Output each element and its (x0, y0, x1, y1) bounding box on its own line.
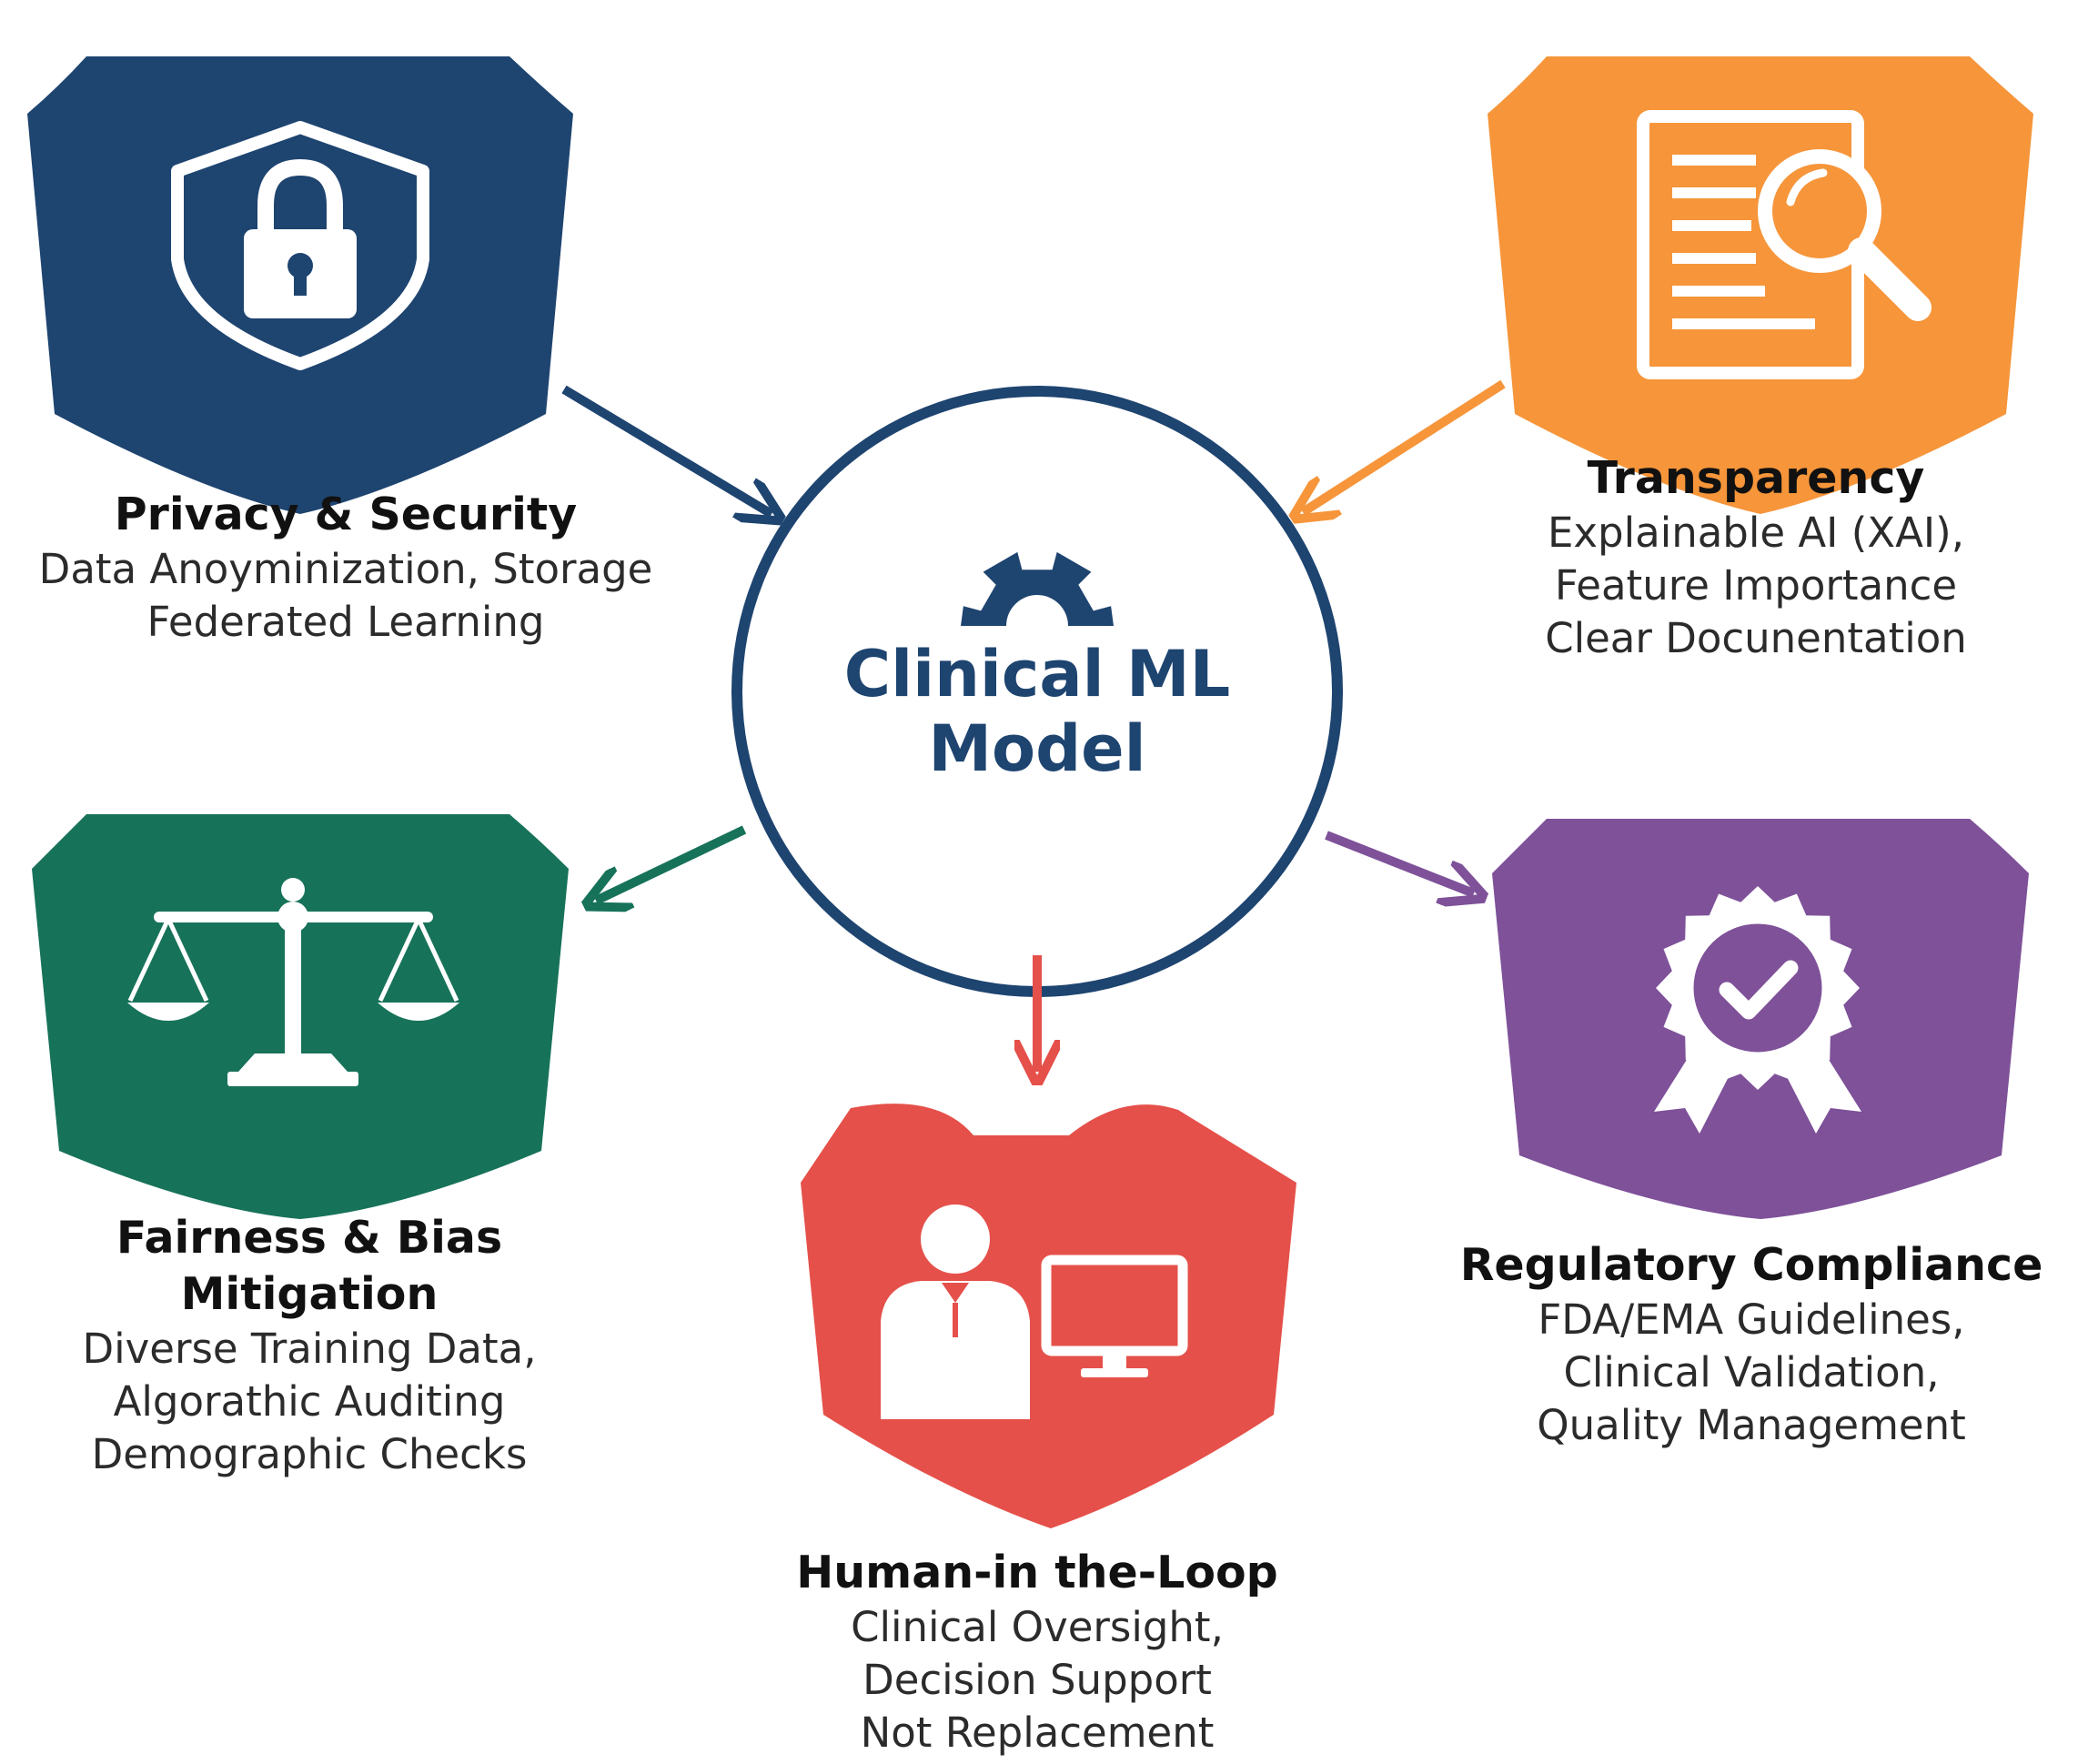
privacy-shield (27, 56, 573, 514)
arrow-center-to-regulatory (1325, 831, 1474, 893)
certified-badge-icon (1654, 886, 1861, 1134)
privacy-title: Privacy & Security (114, 489, 578, 540)
balance-scale-icon (127, 878, 459, 1086)
regulatory-title: Regulatory Compliance (1459, 1239, 2043, 1291)
lock-shield-icon (171, 121, 429, 370)
regulatory-shield (1492, 819, 2029, 1219)
center-title-line-2: Model (928, 711, 1146, 786)
regulatory-line-1: FDA/EMA Guidelines, (1538, 1295, 1965, 1344)
fairness-line-1: Diverse Training Data, (82, 1325, 537, 1373)
gear-icon (961, 551, 1114, 626)
center-title-line-1: Clinical ML (843, 637, 1231, 711)
transparency-title: Transparency (1587, 452, 1925, 504)
regulatory-line-2: Clinical Validation, (1563, 1348, 1940, 1396)
privacy-line-2: Federated Learning (146, 598, 545, 646)
arrow-center-to-fairness (596, 825, 747, 901)
arrow-transparency-to-center (1303, 379, 1506, 512)
fairness-line-3: Demographic Checks (91, 1430, 528, 1478)
privacy-line-1: Data Anoyminization, Storage (38, 545, 653, 593)
regulatory-line-3: Quality Management (1537, 1401, 1966, 1449)
regulatory-caption: Regulatory Compliance FDA/EMA Guidelines… (1419, 1237, 2083, 1452)
document-search-icon (1637, 110, 1932, 379)
arrow-privacy-to-center (561, 385, 772, 514)
transparency-line-1: Explainable AI (XAI), (1547, 509, 1965, 557)
privacy-caption: Privacy & Security Data Anoyminization, … (0, 487, 691, 649)
fairness-shield (32, 814, 569, 1219)
human-title: Human-in the-Loop (796, 1547, 1278, 1598)
clinician-monitor-icon (881, 1205, 1188, 1419)
human-line-1: Clinical Oversight, (851, 1603, 1224, 1651)
human-shield (801, 1104, 1296, 1528)
human-line-3: Not Replacement (860, 1709, 1215, 1757)
transparency-line-2: Feature Importance (1554, 561, 1958, 610)
human-line-2: Decision Support (862, 1656, 1212, 1704)
center-title: Clinical ML Model (728, 637, 1347, 786)
fairness-title-line-2: Mitigation (180, 1268, 439, 1320)
human-caption: Human-in the-Loop Clinical Oversight, De… (728, 1545, 1347, 1759)
transparency-caption: Transparency Explainable AI (XAI), Featu… (1437, 450, 2074, 665)
transparency-shield (1488, 56, 2033, 514)
fairness-caption: Fairness & Bias Mitigation Diverse Train… (0, 1210, 619, 1481)
fairness-line-2: Algorathic Auditing (113, 1377, 506, 1426)
fairness-title-line-1: Fairness & Bias (116, 1212, 503, 1264)
transparency-line-3: Clear Docunentation (1545, 614, 1967, 662)
connector-arrows (561, 379, 1506, 1072)
